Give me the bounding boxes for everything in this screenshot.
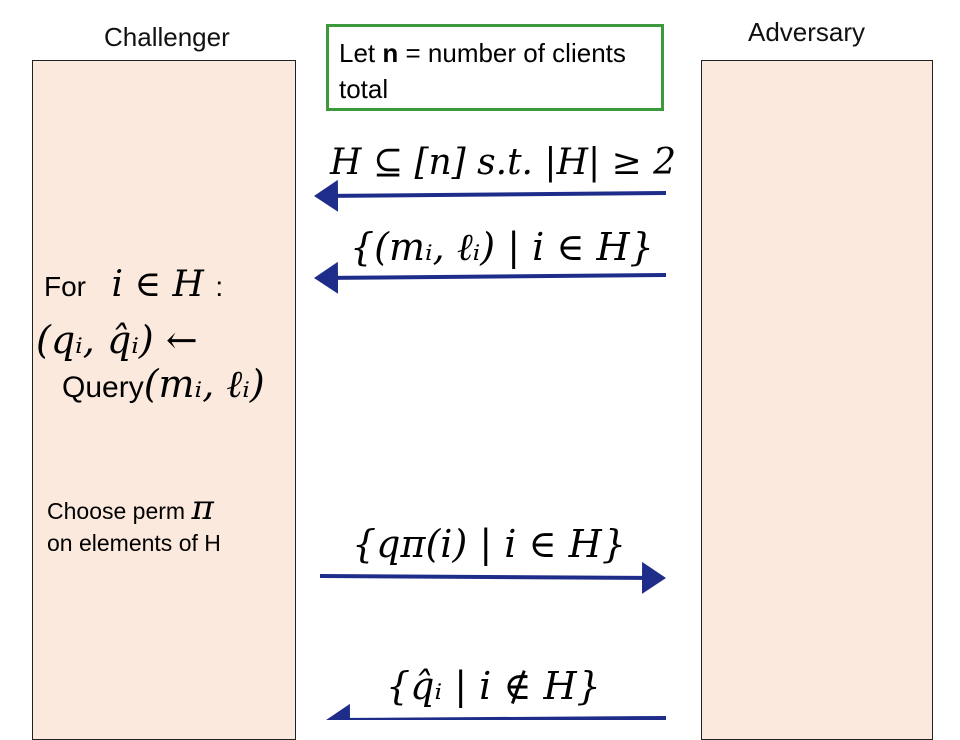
arrow-1-left (314, 179, 667, 212)
note-box: Let n = number of clients total (326, 24, 664, 111)
message-4: {q̂ᵢ | i ∉ H} (386, 664, 601, 708)
arrow-2-left (314, 261, 667, 294)
for-colon: : (215, 271, 224, 302)
message-3: {qπ(i) | i ∈ H} (352, 522, 626, 566)
query-args: (mᵢ, ℓᵢ) (143, 362, 265, 406)
arrow-3-right (319, 561, 666, 594)
adversary-panel (701, 60, 933, 740)
assign-line: (qᵢ, q̂ᵢ) ← (36, 318, 198, 362)
for-line: For i ∈ H : (44, 264, 223, 305)
for-word: For (44, 271, 86, 302)
note-suffix: = number of clients total (339, 38, 626, 104)
arrows-layer (314, 179, 667, 720)
adversary-label: Adversary (748, 17, 866, 47)
message-2: {(mᵢ, ℓᵢ) | i ∈ H} (350, 225, 654, 269)
challenger-panel (32, 60, 296, 740)
choose-line-2: on elements of H (47, 530, 221, 556)
message-1: H ⊆ [n] s.t. |H| ≥ 2 (330, 142, 677, 183)
pi-symbol: π (191, 488, 214, 528)
note-bold: n (382, 38, 399, 68)
choose-perm-text: Choose perm π on elements of H (47, 491, 221, 559)
choose-line-1: Choose perm (47, 498, 186, 524)
query-word: Query (62, 371, 144, 404)
challenger-label: Challenger (104, 22, 230, 52)
for-condition: i ∈ H (111, 264, 204, 305)
note-prefix: Let (339, 38, 383, 68)
query-line: Query(mᵢ, ℓᵢ) (62, 362, 265, 407)
